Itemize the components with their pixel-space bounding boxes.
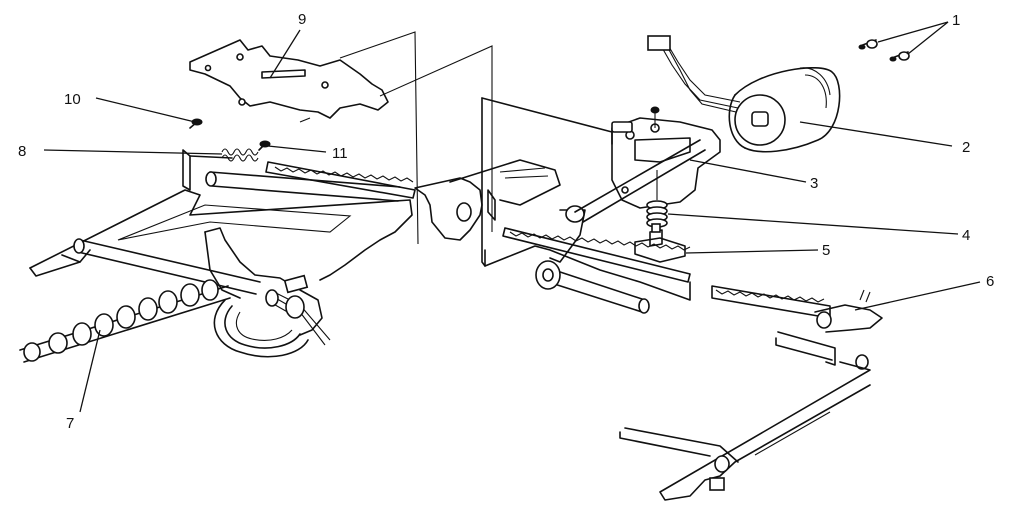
callout-5: 5 <box>822 242 830 259</box>
callout-11: 11 <box>332 145 348 162</box>
callout-7: 7 <box>66 415 74 432</box>
exploded-guide-lines <box>299 31 493 245</box>
guide-shaft-upper <box>205 171 401 202</box>
motor-bracket <box>611 106 721 209</box>
callout-8: 8 <box>18 143 26 160</box>
left-frame <box>29 149 413 281</box>
link-rod <box>574 139 706 223</box>
bottom-bracket <box>619 361 871 501</box>
center-shaft <box>535 205 650 314</box>
spiral-cable <box>19 279 231 363</box>
tension-spring <box>221 148 259 162</box>
rack-left <box>265 161 416 199</box>
sensor-block <box>634 223 686 263</box>
carriage-head <box>204 227 331 358</box>
motor <box>647 35 841 153</box>
callout-1: 1 <box>952 12 960 29</box>
lever-arm <box>775 289 883 370</box>
callout-6: 6 <box>986 273 994 290</box>
callout-2: 2 <box>962 139 970 156</box>
screws-right <box>858 39 910 62</box>
guide-shaft-lower <box>73 238 261 295</box>
callout-10: 10 <box>64 91 81 108</box>
top-plate <box>189 39 389 119</box>
callouts: 1 2 3 4 5 6 7 8 9 10 11 <box>18 11 994 432</box>
rack-right <box>711 285 831 319</box>
callout-4: 4 <box>962 227 970 244</box>
screws-left <box>189 118 271 151</box>
callout-3: 3 <box>810 175 818 192</box>
leader-lines <box>43 21 981 413</box>
callout-9: 9 <box>298 11 306 28</box>
spring-part <box>646 170 668 228</box>
rack-center <box>502 227 691 283</box>
